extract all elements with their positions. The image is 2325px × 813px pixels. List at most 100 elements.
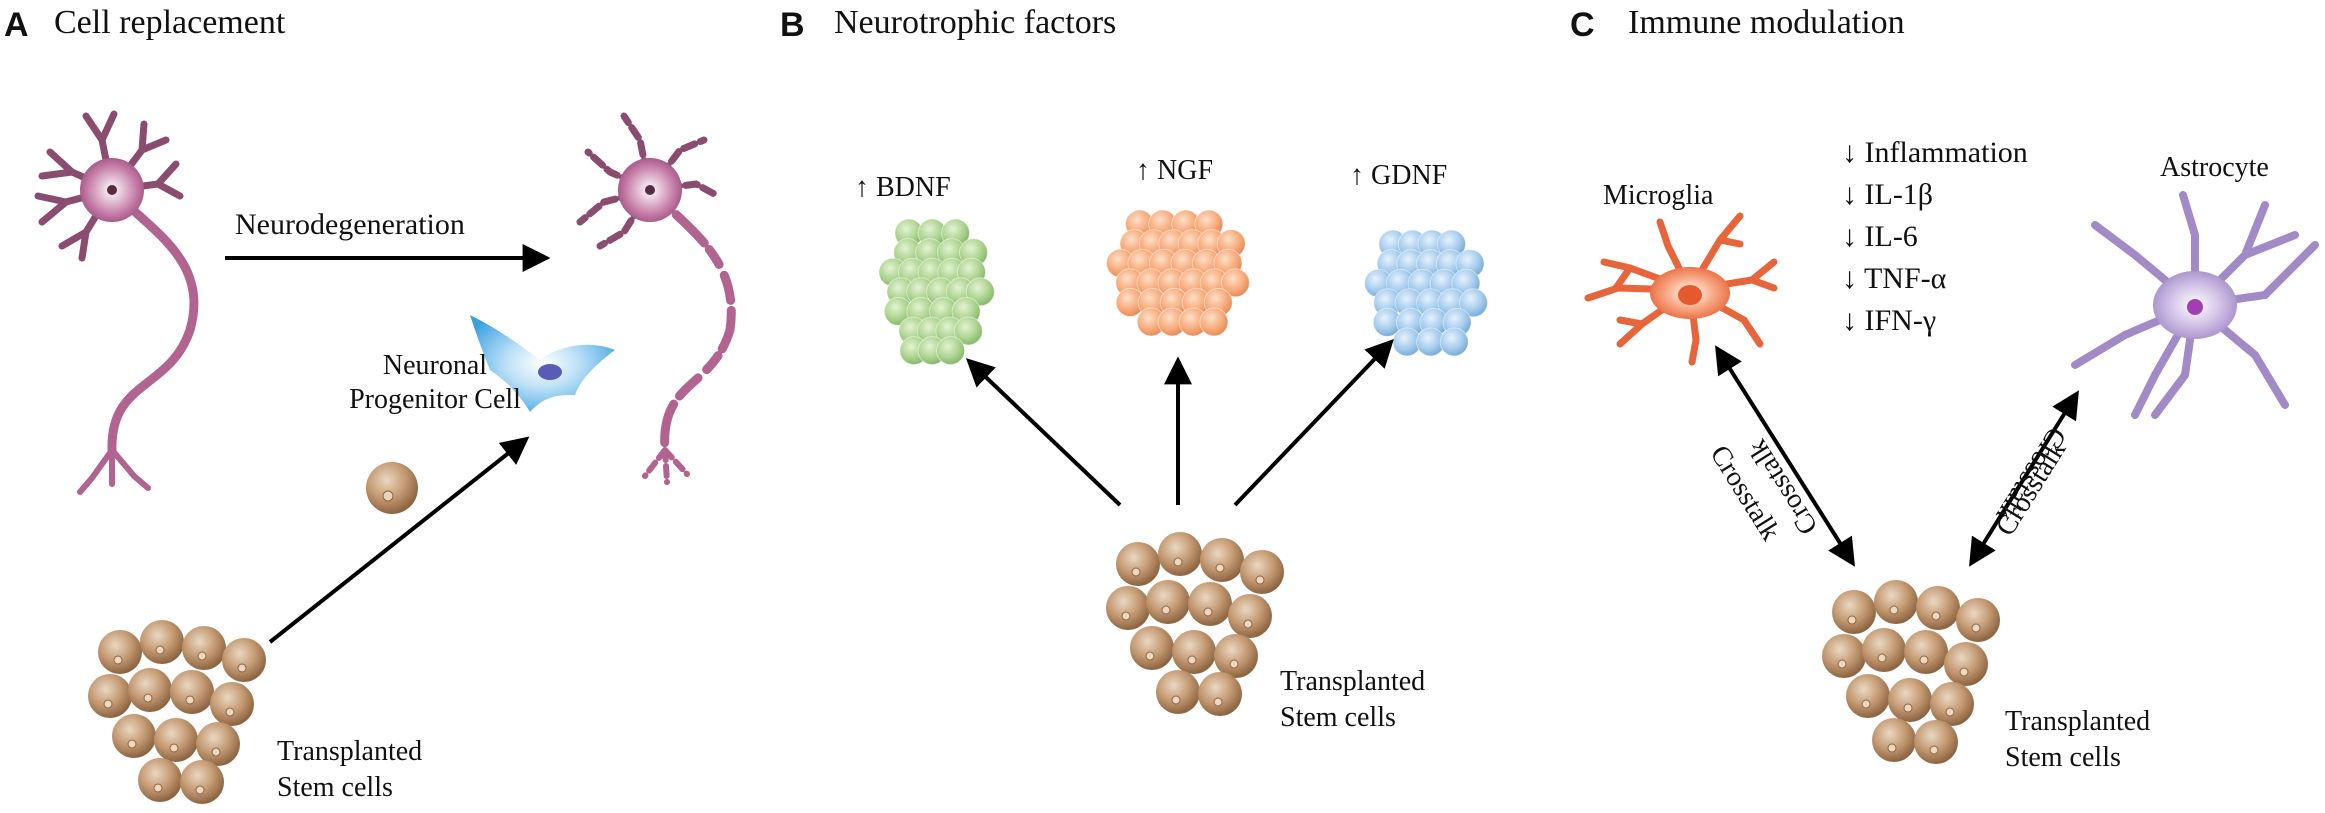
ngf-label: ↑ NGF <box>1136 155 1214 186</box>
stem-cell-nucleus <box>153 783 163 793</box>
gdnf-cluster-icon <box>1364 229 1488 357</box>
stem-cell <box>1188 582 1232 626</box>
astrocyte-label: Astrocyte <box>2160 152 2269 183</box>
stem-cell <box>1240 550 1284 594</box>
stem-label-a-line2: Stem cells <box>277 772 393 803</box>
stem-cell-nucleus <box>1121 611 1131 621</box>
stem-cell-nucleus <box>1919 655 1929 665</box>
stem-cell <box>1158 532 1202 576</box>
progenitor-label-line2: Progenitor Cell <box>349 384 521 415</box>
panel-c <box>1584 191 2319 764</box>
gdnf-label: ↑ GDNF <box>1350 160 1448 191</box>
stem-cell <box>88 674 132 718</box>
stem-cell-nucleus <box>1229 659 1239 669</box>
stem-cell-nucleus <box>1847 615 1857 625</box>
stem-cell <box>210 682 254 726</box>
stem-cell <box>1822 634 1866 678</box>
effect-il6: ↓ IL-6 <box>1842 220 1918 253</box>
arrow-to-gdnf <box>1233 338 1394 507</box>
stem-cell-nucleus <box>185 695 195 705</box>
stem-cell-nucleus <box>237 663 247 673</box>
panel-b-letter: B <box>780 6 805 44</box>
arrow-to-bdnf <box>965 358 1122 507</box>
effect-tnfa: ↓ TNF-α <box>1842 262 1947 295</box>
stem-cell-nucleus <box>1173 557 1183 567</box>
stem-cell-nucleus <box>195 785 205 795</box>
panel-a-letter: A <box>4 6 29 44</box>
stem-cell <box>1156 670 1200 714</box>
stem-cell-nucleus <box>103 699 113 709</box>
stem-cell <box>1228 594 1272 638</box>
stem-cell <box>196 722 240 766</box>
stem-cell <box>182 626 226 670</box>
panel-b-title: Neurotrophic factors <box>834 4 1117 41</box>
progenitor-label-line1: Neuronal <box>382 350 488 381</box>
stem-cell-nucleus <box>1161 605 1171 615</box>
healthy-neuron-icon <box>34 110 199 495</box>
stem-cell <box>1944 642 1988 686</box>
stem-cell <box>154 718 198 762</box>
stem-cell <box>1200 538 1244 582</box>
stem-cell <box>1888 678 1932 722</box>
panel-b <box>878 209 1488 716</box>
single-stem-cell-icon <box>366 462 418 514</box>
progenitor-cell-icon <box>470 315 615 412</box>
stem-cell-nucleus <box>225 707 235 717</box>
stem-cell-nucleus <box>1203 607 1213 617</box>
stem-cell <box>1172 630 1216 674</box>
stem-cell-nucleus <box>1959 667 1969 677</box>
stem-cell-nucleus <box>1171 695 1181 705</box>
stem-cell <box>1832 590 1876 634</box>
stem-cell <box>1872 718 1916 762</box>
stem-cell <box>1916 586 1960 630</box>
stem-cell-nucleus <box>1931 611 1941 621</box>
microglia-label: Microglia <box>1603 180 1714 211</box>
stem-cell <box>1106 586 1150 630</box>
stem-label-b-line1: Transplanted <box>1280 666 1426 697</box>
stem-cell <box>1874 580 1918 624</box>
stem-cell-nucleus <box>1889 605 1899 615</box>
stem-cell-nucleus <box>1945 707 1955 717</box>
panel-a <box>34 110 736 804</box>
stem-cell-nucleus <box>211 747 221 757</box>
stem-cell-nucleus <box>113 655 123 665</box>
panel-a-title: Cell replacement <box>54 4 286 41</box>
stem-label-c-line2: Stem cells <box>2005 742 2121 773</box>
stem-cell <box>1116 542 1160 586</box>
factor-bead <box>1220 268 1250 298</box>
degenerated-neuron-icon <box>576 112 736 485</box>
stem-cell-nucleus <box>1903 703 1913 713</box>
stem-cell-nucleus <box>169 743 179 753</box>
differentiation-arrow <box>268 436 530 644</box>
stem-cell <box>1930 682 1974 726</box>
factor-bead <box>953 316 983 346</box>
neurodegeneration-label: Neurodegeneration <box>235 208 465 241</box>
stem-cell-nucleus <box>1145 651 1155 661</box>
stem-cell <box>170 670 214 714</box>
microglia-icon <box>1584 212 1778 366</box>
astrocyte-icon <box>2071 191 2319 419</box>
stem-cell-nucleus <box>1215 563 1225 573</box>
effect-il1b: ↓ IL-1β <box>1842 178 1934 211</box>
stem-cell <box>1146 580 1190 624</box>
stem-cell-cluster-a <box>88 620 266 804</box>
stem-cell-nucleus <box>1255 575 1265 585</box>
bdnf-label: ↑ BDNF <box>855 172 951 203</box>
stem-cell <box>1956 598 2000 642</box>
effect-inflammation: ↓ Inflammation <box>1842 136 2028 169</box>
stem-cell-nucleus <box>1887 743 1897 753</box>
stem-cell-nucleus <box>1861 699 1871 709</box>
crosstalk-arrow-left <box>1715 345 1855 567</box>
stem-cell-nucleus <box>143 693 153 703</box>
panel-c-letter: C <box>1570 6 1595 44</box>
stem-cell <box>222 638 266 682</box>
stem-cell-nucleus <box>1837 659 1847 669</box>
stem-cell-nucleus <box>1131 567 1141 577</box>
stem-cell-nucleus <box>1243 619 1253 629</box>
stem-label-c-line1: Transplanted <box>2005 706 2151 737</box>
stem-cell <box>112 714 156 758</box>
bdnf-cluster-icon <box>878 218 995 366</box>
stem-cell <box>1198 672 1242 716</box>
stem-cell <box>1214 634 1258 678</box>
